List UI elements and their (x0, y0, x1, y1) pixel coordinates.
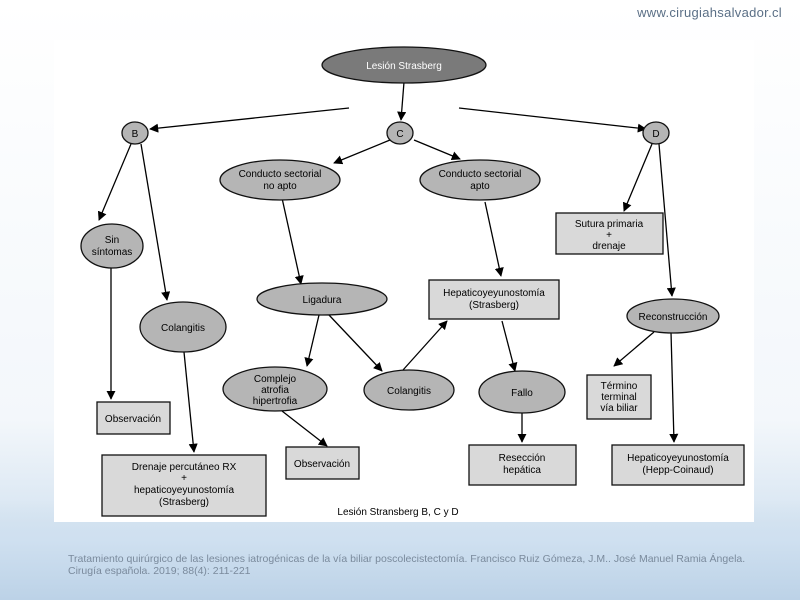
edge-root-d (458, 107, 647, 133)
edge-ligadura-complejo (304, 314, 320, 367)
node-termino: Término terminal vía biliar (586, 374, 652, 420)
edge-complejo-observacion (281, 410, 328, 447)
node-fallo-label: Fallo (511, 388, 533, 399)
node-fallo: Fallo (478, 370, 566, 414)
edge-ligadura-colangitis (328, 314, 383, 372)
node-conducto-no-apto-label-2: no apto (263, 181, 297, 192)
edge-c-apto (413, 139, 461, 161)
node-drenaje-label-2: + (181, 473, 187, 484)
edge-b-colangitis (140, 143, 171, 301)
edge-noapto-ligadura (281, 197, 304, 285)
node-c-label: C (396, 129, 403, 140)
node-hepatico-hepp-label-1: Hepaticoyeyunostomía (627, 453, 729, 464)
node-sin-sintomas: Sin síntomas (80, 223, 144, 269)
node-colangitis-b: Colangitis (139, 301, 227, 353)
edge-root-b (149, 107, 350, 133)
node-hepatico-hepp-label-2: (Hepp-Coinaud) (642, 465, 713, 476)
node-ligadura: Ligadura (256, 282, 388, 316)
node-reseccion: Resección hepática (468, 444, 577, 486)
edge-colangitis-hepatico (402, 320, 448, 371)
node-c: C (386, 121, 414, 145)
node-complejo: Complejo atrofia hipertrofia (222, 366, 328, 412)
edge-reconstruccion-hepatico (669, 331, 679, 443)
node-b-label: B (132, 129, 139, 140)
node-reseccion-label-2: hepática (503, 465, 541, 476)
node-drenaje-label-3: hepaticoyeyunostomía (134, 485, 235, 496)
node-termino-label-1: Término (601, 381, 638, 392)
website-watermark: www.cirugiahsalvador.cl (637, 5, 782, 20)
flowchart-edges (97, 81, 679, 453)
edge-c-noapto (333, 139, 391, 165)
node-reconstruccion-label: Reconstrucción (639, 312, 708, 323)
node-conducto-apto: Conducto sectorial apto (419, 159, 541, 201)
node-colangitis-c: Colangitis (363, 369, 455, 411)
node-d-label: D (652, 129, 659, 140)
flowchart-panel: Lesión Strasberg B C D Sin síntomas Cola… (54, 40, 754, 522)
node-observacion-c: Observación (285, 446, 360, 480)
node-conducto-no-apto-label-1: Conducto sectorial (239, 169, 322, 180)
node-conducto-apto-label-2: apto (470, 181, 490, 192)
node-d: D (642, 121, 670, 145)
edge-apto-hepatico (484, 201, 504, 277)
node-complejo-label-1: Complejo (254, 374, 297, 385)
node-colangitis-c-label: Colangitis (387, 386, 431, 397)
citation-text: Tratamiento quirúrgico de las lesiones i… (68, 553, 746, 577)
node-reconstruccion: Reconstrucción (626, 298, 720, 334)
node-b: B (121, 121, 149, 145)
edge-colangitis-drenaje (183, 351, 198, 453)
node-conducto-apto-label-1: Conducto sectorial (439, 169, 522, 180)
flowchart-svg: Lesión Strasberg B C D Sin síntomas Cola… (80, 46, 745, 518)
edge-hepatico-fallo (501, 320, 518, 372)
node-colangitis-b-label: Colangitis (161, 323, 205, 334)
edge-d-reconstruccion (658, 143, 676, 297)
node-complejo-label-2: atrofia (261, 385, 289, 396)
diagram-caption: Lesión Stransberg B, C y D (337, 507, 458, 518)
node-root-label: Lesión Strasberg (366, 61, 442, 72)
node-sutura-label-2: + (606, 230, 612, 241)
node-observacion-c-label: Observación (294, 459, 350, 470)
node-observacion-b-label: Observación (105, 414, 161, 425)
edge-root-c (397, 81, 407, 121)
node-drenaje-label-4: (Strasberg) (159, 497, 209, 508)
node-hepatico-strasberg-label-2: (Strasberg) (469, 300, 519, 311)
node-sutura-label-1: Sutura primaria (575, 219, 644, 230)
node-hepatico-hepp: Hepaticoyeyunostomía (Hepp-Coinaud) (611, 444, 745, 486)
node-hepatico-strasberg-label-1: Hepaticoyeyunostomía (443, 288, 545, 299)
node-termino-label-2: terminal (601, 392, 637, 403)
node-observacion-b: Observación (96, 401, 171, 435)
edge-d-sutura (622, 143, 653, 212)
edge-reconstruccion-termino (613, 331, 655, 367)
node-drenaje: Drenaje percutáneo RX + hepaticoyeyunost… (101, 454, 267, 517)
node-termino-label-3: vía biliar (600, 403, 638, 414)
node-conducto-no-apto: Conducto sectorial no apto (219, 159, 341, 201)
node-drenaje-label-1: Drenaje percutáneo RX (132, 462, 237, 473)
node-reseccion-label-1: Resección (499, 453, 546, 464)
node-complejo-label-3: hipertrofia (253, 396, 298, 407)
edge-b-sin (97, 143, 132, 221)
node-sutura: Sutura primaria + drenaje (555, 212, 664, 255)
node-sin-sintomas-label-1: Sin (105, 235, 119, 246)
node-hepatico-strasberg: Hepaticoyeyunostomía (Strasberg) (428, 279, 560, 320)
node-ligadura-label: Ligadura (303, 295, 342, 306)
node-root: Lesión Strasberg (321, 46, 487, 84)
node-sin-sintomas-label-2: síntomas (92, 247, 133, 258)
node-sutura-label-3: drenaje (592, 241, 626, 252)
